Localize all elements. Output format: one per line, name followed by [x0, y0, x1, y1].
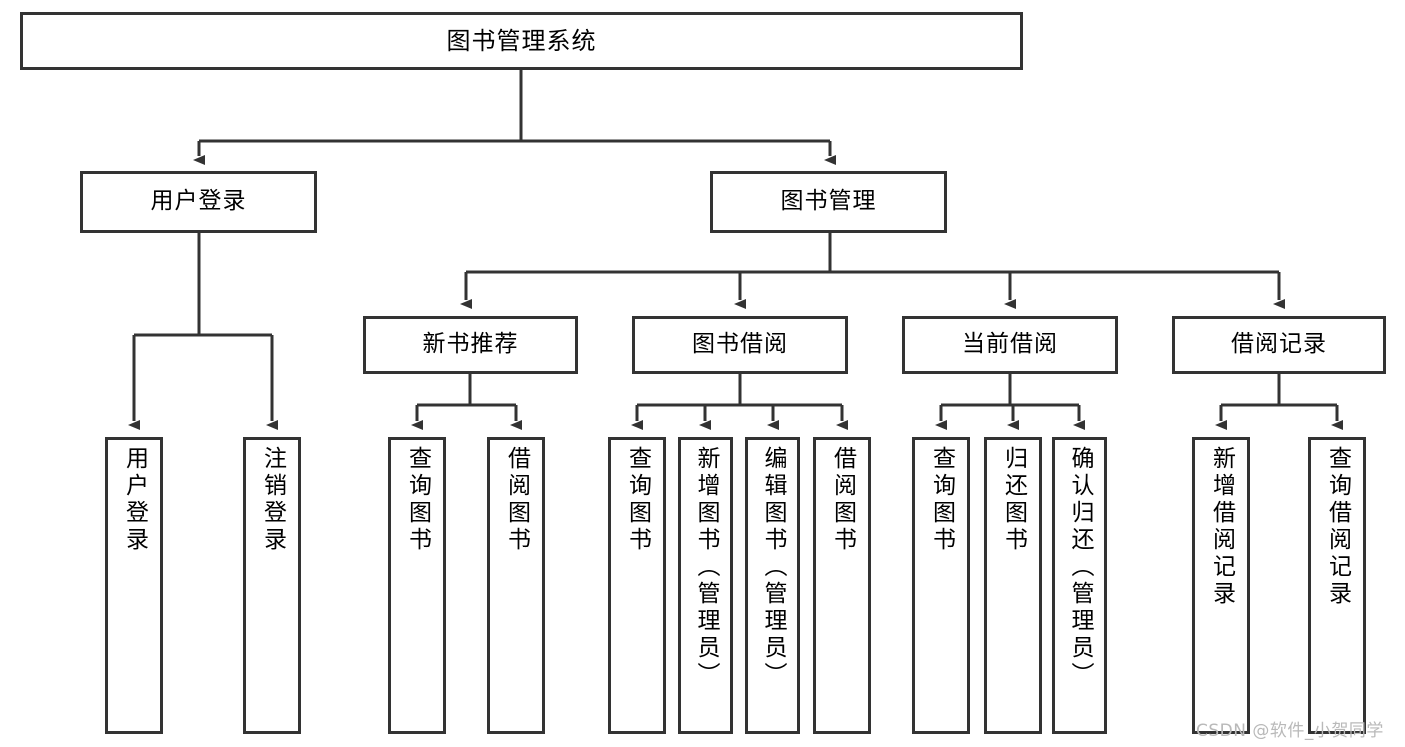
node-leaf-user-login-label: 用户登录 — [121, 446, 148, 554]
node-leaf-rec-query[interactable]: 查询图书 — [388, 437, 446, 734]
node-book-manage[interactable]: 图书管理 — [710, 171, 947, 233]
node-leaf-user-logout-label: 注销登录 — [259, 446, 286, 554]
node-new-book-rec[interactable]: 新书推荐 — [363, 316, 578, 374]
node-root-label: 图书管理系统 — [446, 26, 597, 55]
node-book-borrow[interactable]: 图书借阅 — [632, 316, 848, 374]
node-leaf-cur-query-label: 查询图书 — [928, 446, 955, 554]
node-leaf-rec-query2[interactable]: 查询借阅记录 — [1308, 437, 1366, 734]
node-leaf-rec-borrow[interactable]: 借阅图书 — [487, 437, 545, 734]
node-new-book-rec-label: 新书推荐 — [422, 331, 519, 358]
node-leaf-rec-borrow-label: 借阅图书 — [503, 446, 530, 554]
node-book-manage-label: 图书管理 — [780, 188, 877, 215]
node-user-login-label: 用户登录 — [150, 188, 247, 215]
node-user-login[interactable]: 用户登录 — [80, 171, 317, 233]
node-leaf-rec-query-label: 查询图书 — [404, 446, 431, 554]
node-book-borrow-label: 图书借阅 — [692, 331, 788, 358]
node-leaf-cur-query[interactable]: 查询图书 — [912, 437, 970, 734]
node-leaf-user-logout[interactable]: 注销登录 — [243, 437, 301, 734]
node-current-borrow-label: 当前借阅 — [962, 331, 1058, 358]
node-leaf-cur-confirm[interactable]: 确认归还（管理员） — [1052, 437, 1107, 734]
node-leaf-borrow-do[interactable]: 借阅图书 — [813, 437, 871, 734]
node-leaf-rec-add[interactable]: 新增借阅记录 — [1192, 437, 1250, 734]
node-leaf-borrow-do-label: 借阅图书 — [829, 446, 856, 554]
node-leaf-borrow-add-label: 新增图书（管理员） — [693, 446, 719, 689]
node-leaf-borrow-edit[interactable]: 编辑图书（管理员） — [745, 437, 800, 734]
node-leaf-cur-return-label: 归还图书 — [1000, 446, 1027, 554]
node-leaf-borrow-query[interactable]: 查询图书 — [608, 437, 666, 734]
node-leaf-rec-query2-label: 查询借阅记录 — [1324, 446, 1351, 608]
node-leaf-cur-return[interactable]: 归还图书 — [984, 437, 1042, 734]
node-borrow-record[interactable]: 借阅记录 — [1172, 316, 1386, 374]
node-leaf-rec-add-label: 新增借阅记录 — [1208, 446, 1235, 608]
node-leaf-cur-confirm-label: 确认归还（管理员） — [1067, 446, 1093, 689]
node-current-borrow[interactable]: 当前借阅 — [902, 316, 1118, 374]
node-leaf-borrow-query-label: 查询图书 — [624, 446, 651, 554]
node-leaf-borrow-add[interactable]: 新增图书（管理员） — [678, 437, 733, 734]
node-borrow-record-label: 借阅记录 — [1231, 331, 1327, 358]
node-root[interactable]: 图书管理系统 — [20, 12, 1023, 70]
watermark: CSDN @软件_小贺同学 — [1196, 721, 1384, 741]
node-leaf-borrow-edit-label: 编辑图书（管理员） — [760, 446, 786, 689]
node-leaf-user-login[interactable]: 用户登录 — [105, 437, 163, 734]
